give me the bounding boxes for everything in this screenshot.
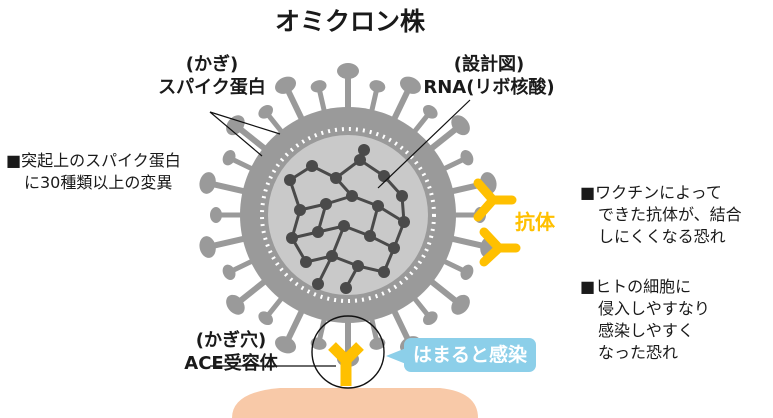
spike-head — [369, 80, 386, 93]
rna-node — [352, 260, 364, 272]
rna-node — [364, 230, 376, 242]
rna-network — [284, 144, 410, 294]
rna-node — [378, 170, 390, 182]
spike-head — [199, 236, 216, 258]
antibody-note: ■ワクチンによって できた抗体が、結合 しにくくなる恐れ — [580, 183, 742, 246]
rna-node — [358, 144, 370, 156]
spike-head — [451, 115, 470, 136]
spike-proteins — [199, 63, 497, 367]
spike-head — [423, 311, 438, 326]
rna-node — [388, 242, 400, 254]
antibody-icon — [473, 178, 521, 267]
rna-node — [312, 226, 324, 238]
spike-head — [310, 337, 327, 350]
diagram-title: オミクロン株 — [274, 7, 425, 36]
rna-node — [340, 282, 352, 294]
cell-membrane — [232, 388, 478, 418]
rna-node — [312, 278, 324, 290]
rna-node — [294, 204, 306, 216]
binding-callout-tail — [386, 348, 406, 364]
spike-head — [460, 264, 474, 280]
rna-node — [378, 266, 390, 278]
ace-receptor-label: (かぎ穴) ACE受容体 — [184, 330, 278, 374]
rna-node — [372, 200, 384, 212]
spike-mutation-note: ■突起上のスパイク蛋白 に30種類以上の変異 — [6, 151, 181, 192]
spike-head — [258, 104, 273, 119]
rna-label: (設計図) RNA(リボ核酸) — [423, 54, 555, 98]
binding-highlight-circle — [311, 315, 385, 389]
spike-head — [222, 264, 236, 280]
rna-node — [284, 174, 296, 186]
antibody-label: 抗体 — [515, 210, 555, 234]
rna-node — [398, 216, 410, 228]
spike-head — [199, 172, 216, 194]
spike-head — [258, 311, 273, 326]
spike-head — [451, 294, 470, 315]
binding-infection-badge: はまると感染 — [404, 338, 536, 372]
spike-head — [369, 337, 386, 350]
rna-node — [396, 190, 408, 202]
rna-node — [286, 232, 298, 244]
infection-note: ■ヒトの細胞に 侵入しやすなり 感染しやすく なった恐れ — [580, 277, 710, 362]
rna-node — [326, 250, 338, 262]
rna-node — [338, 220, 350, 232]
rna-node — [354, 154, 366, 166]
spike-head — [460, 150, 474, 166]
spike-head — [275, 76, 297, 94]
rna-node — [330, 172, 342, 184]
rna-node — [306, 160, 318, 172]
spike-head — [337, 63, 359, 79]
ace-receptor-icon — [328, 342, 364, 386]
spike-head — [210, 207, 222, 223]
spike-head — [275, 336, 297, 354]
rna-node — [346, 190, 358, 202]
leader-lines — [209, 99, 471, 367]
spike-head — [226, 294, 245, 315]
spike-label: (かぎ) スパイク蛋白 — [158, 54, 266, 98]
rna-node — [320, 198, 332, 210]
virus-inner-ring — [260, 127, 436, 303]
spike-head — [399, 76, 421, 94]
spike-head — [310, 80, 327, 93]
spike-head — [423, 104, 438, 119]
spike-head — [222, 150, 236, 166]
rna-node — [300, 256, 312, 268]
